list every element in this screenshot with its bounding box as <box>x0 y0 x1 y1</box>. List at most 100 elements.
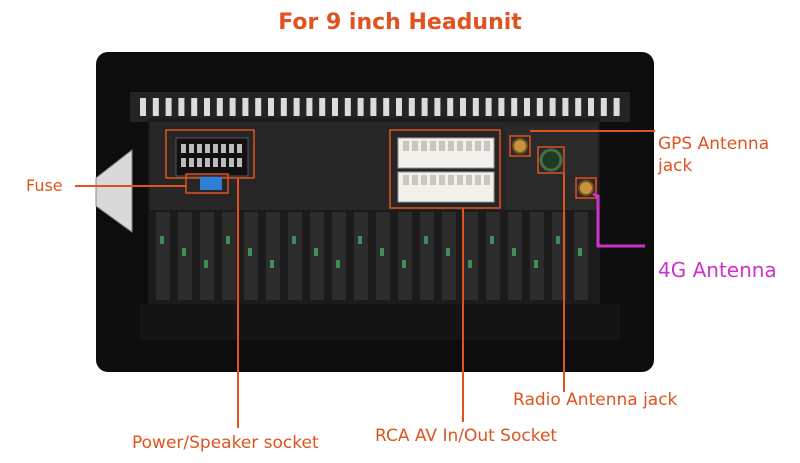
fin-marker <box>270 260 274 268</box>
vent-slot <box>319 98 326 116</box>
gps-jack-outline <box>509 135 531 157</box>
vent-slot <box>280 98 287 116</box>
gps-antenna-jack <box>512 138 528 154</box>
rca-pin <box>421 141 427 151</box>
fin-marker <box>336 260 340 268</box>
fin-marker <box>182 248 186 256</box>
vent-slot <box>588 98 594 116</box>
vent-slot <box>511 98 518 116</box>
vent-slot <box>575 98 582 116</box>
vent-slot <box>370 98 377 116</box>
rca-pin <box>475 175 481 185</box>
vent-slot <box>613 98 620 116</box>
rca-pin <box>457 175 463 185</box>
fin-marker <box>468 260 472 268</box>
4g-antenna-label: 4G Antenna <box>658 258 777 282</box>
vent-slot <box>549 98 556 116</box>
fin-marker <box>446 248 450 256</box>
heatsink-fin <box>332 212 346 300</box>
heatsink-fin <box>288 212 302 300</box>
heatsink-fin <box>552 212 566 300</box>
fin-marker <box>490 236 494 244</box>
rca-pin <box>430 175 436 185</box>
vent-slot <box>498 98 505 116</box>
vent-slot <box>140 98 146 116</box>
vent-slot <box>306 98 313 116</box>
fin-marker <box>248 248 252 256</box>
connector-pin <box>205 158 210 167</box>
heatsink-fin <box>266 212 280 300</box>
vent-slot <box>383 98 390 116</box>
fin-marker <box>380 248 384 256</box>
fin-marker <box>226 236 230 244</box>
rca-pin <box>439 141 445 151</box>
vent-slot <box>229 98 236 116</box>
fin-marker <box>578 248 582 256</box>
vent-slot <box>460 98 466 116</box>
rca-pin <box>466 175 472 185</box>
vent-slot <box>472 98 479 116</box>
fin-marker <box>292 236 296 244</box>
rca-pin <box>448 141 454 151</box>
heatsink-fin <box>486 212 500 300</box>
diagram-title: For 9 inch Headunit <box>278 10 522 35</box>
rca-av-label: RCA AV In/Out Socket <box>375 426 558 446</box>
connector-pin <box>181 144 186 153</box>
vent-slot <box>434 98 441 116</box>
radio-antenna-label: Radio Antenna jack <box>513 390 678 410</box>
vent-slot <box>524 98 530 116</box>
connector-pin <box>189 158 194 167</box>
vent-slot <box>332 98 338 116</box>
vent-slot <box>216 98 223 116</box>
connector-pin <box>181 158 186 167</box>
fuse-outline <box>185 173 229 194</box>
gps-label-line1: GPS Antenna <box>658 134 770 154</box>
connector-pin <box>189 144 194 153</box>
heatsink-fin <box>530 212 544 300</box>
heatsink-fin <box>222 212 236 300</box>
top-vent-rail <box>130 92 630 122</box>
connector-pin <box>237 158 242 167</box>
mounting-bracket <box>95 148 133 233</box>
fin-marker <box>160 236 164 244</box>
vent-slot <box>255 98 262 116</box>
vent-slot <box>421 98 428 116</box>
power-speaker-label: Power/Speaker socket <box>132 433 319 453</box>
4g-leader-line <box>592 192 645 248</box>
vent-slot <box>293 98 300 116</box>
vent-slot <box>357 98 364 116</box>
top-vents <box>140 98 620 116</box>
rca-pin <box>430 141 436 151</box>
vent-slot <box>191 98 198 116</box>
rca-pin <box>421 175 427 185</box>
heatsink-fin <box>464 212 478 300</box>
4g-antenna-jack <box>539 148 563 172</box>
power-connector-pins <box>181 144 242 167</box>
heatsink-fins <box>156 212 588 300</box>
vent-slot <box>600 98 607 116</box>
rca-pin <box>475 141 481 151</box>
rca-pin <box>457 141 463 151</box>
rca-pin <box>439 175 445 185</box>
vent-slot <box>536 98 543 116</box>
fuse-label: Fuse <box>26 176 63 195</box>
vent-slot <box>268 98 274 116</box>
connector-pin <box>221 144 226 153</box>
heatsink-fin <box>398 212 412 300</box>
rca-pin <box>403 141 409 151</box>
heatsink-fin <box>156 212 170 300</box>
rca-pin <box>412 175 418 185</box>
bottom-rail <box>140 304 620 340</box>
vent-slot <box>344 98 351 116</box>
vent-slot <box>485 98 492 116</box>
connector-pin <box>213 144 218 153</box>
fin-marker <box>556 236 560 244</box>
gps-label-line2: jack <box>658 156 693 176</box>
connector-pin <box>205 144 210 153</box>
vent-slot <box>242 98 249 116</box>
rca-socket-outline <box>389 129 501 209</box>
fin-marker <box>204 260 208 268</box>
vent-slot <box>562 98 569 116</box>
rca-pin <box>412 141 418 151</box>
